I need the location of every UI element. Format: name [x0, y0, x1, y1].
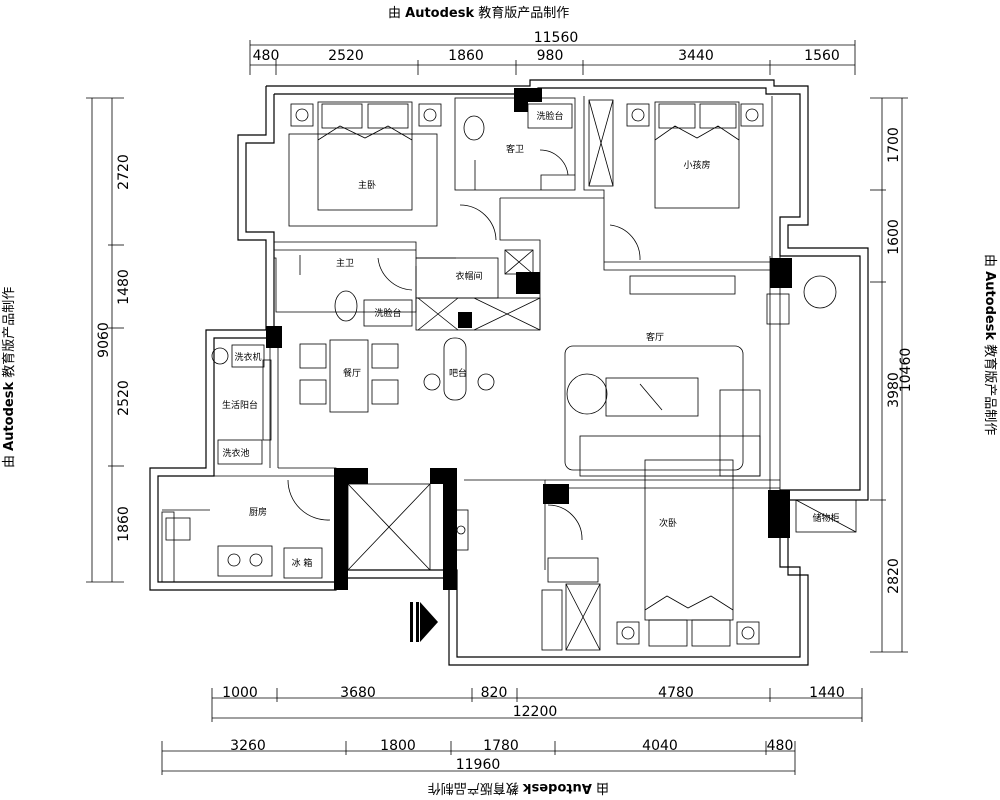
label-master-bath: 主卫 — [336, 257, 354, 269]
label-wash-tub: 洗衣池 — [222, 447, 249, 459]
second-bed — [541, 459, 760, 651]
dim-right-seg: 2820 — [886, 558, 902, 594]
master-bed — [288, 101, 442, 227]
dim-bottom1-seg: 3680 — [340, 685, 376, 701]
dim-right-seg: 1700 — [886, 127, 902, 163]
living-set — [564, 275, 857, 533]
door-swings — [287, 149, 641, 541]
label-storage: 储物柜 — [812, 512, 839, 524]
dim-left-seg: 1860 — [116, 506, 132, 542]
dim-left-seg: 2520 — [116, 380, 132, 416]
exterior-walls — [149, 79, 869, 666]
dim-bottom2-seg: 1800 — [380, 738, 416, 754]
dim-bottom1-seg: 820 — [481, 685, 508, 701]
dining-set — [299, 337, 495, 413]
dim-right-total: 10460 — [898, 348, 914, 393]
label-cloakroom: 衣帽间 — [455, 270, 482, 282]
dim-bottom1-total: 12200 — [513, 704, 558, 720]
dimension-right: 10460 1700 1600 3980 2820 — [870, 97, 914, 653]
master-bath-fixtures — [299, 255, 413, 327]
watermark-top: 由 Autodesk 教育版产品制作 — [388, 6, 570, 21]
label-second-bedroom: 次卧 — [659, 517, 677, 529]
label-fridge: 冰 箱 — [292, 557, 313, 569]
label-washbasin-top: 洗脸台 — [536, 110, 563, 122]
dim-bottom2-seg: 1780 — [483, 738, 519, 754]
label-guest-bath: 客卫 — [506, 143, 524, 155]
kitchen-fixtures — [161, 509, 469, 583]
dim-top-seg: 1860 — [448, 48, 484, 64]
label-master-bedroom: 主卧 — [358, 179, 376, 191]
room-labels: 主卧 客卫 洗脸台 小孩房 主卫 衣帽间 洗脸台 洗衣机 生活阳台 洗衣池 餐厅… — [222, 110, 840, 569]
dim-right-seg: 1600 — [886, 219, 902, 255]
dim-left-seg: 1480 — [116, 269, 132, 305]
dim-left-total: 9060 — [96, 322, 112, 358]
label-utility-balcony: 生活阳台 — [222, 399, 258, 411]
dim-bottom1-seg: 1440 — [809, 685, 845, 701]
dim-bottom2-seg: 480 — [767, 738, 794, 754]
dimension-bottom-2: 3260 1800 1780 4040 480 11960 — [161, 738, 796, 775]
dim-bottom1-seg: 4780 — [658, 685, 694, 701]
dim-bottom1-seg: 1000 — [222, 685, 258, 701]
cloakroom-cabinets — [417, 249, 541, 331]
dimension-bottom-1: 1000 3680 820 4780 1440 12200 — [211, 685, 863, 722]
dimension-top: 11560 480 2520 1860 980 3440 1560 — [249, 30, 856, 75]
dim-top-seg: 480 — [253, 48, 280, 64]
dim-top-seg: 980 — [537, 48, 564, 64]
label-washer: 洗衣机 — [234, 351, 261, 363]
label-kitchen: 厨房 — [249, 506, 267, 518]
label-dining: 餐厅 — [343, 367, 361, 379]
dim-top-total: 11560 — [534, 30, 579, 46]
entrance-arrow-icon — [410, 602, 438, 642]
dim-bottom2-total: 11960 — [456, 757, 501, 773]
dim-bottom2-seg: 3260 — [230, 738, 266, 754]
guest-bath-fixtures — [463, 103, 573, 190]
dim-top-seg: 2520 — [328, 48, 364, 64]
child-bed — [588, 99, 764, 295]
stairwell — [347, 483, 431, 571]
dimension-left: 9060 2720 1480 2520 1860 — [86, 97, 132, 583]
dim-left-seg: 2720 — [116, 154, 132, 190]
dim-right-seg: 3980 — [886, 372, 902, 408]
dim-top-seg: 3440 — [678, 48, 714, 64]
label-living: 客厅 — [646, 331, 664, 343]
label-washbasin-master: 洗脸台 — [374, 307, 401, 319]
dim-bottom2-seg: 4040 — [642, 738, 678, 754]
balcony-fixtures — [211, 344, 272, 465]
label-child-room: 小孩房 — [683, 159, 710, 171]
dim-top-seg: 1560 — [804, 48, 840, 64]
structural-columns — [266, 88, 792, 590]
label-bar: 吧台 — [449, 367, 467, 379]
